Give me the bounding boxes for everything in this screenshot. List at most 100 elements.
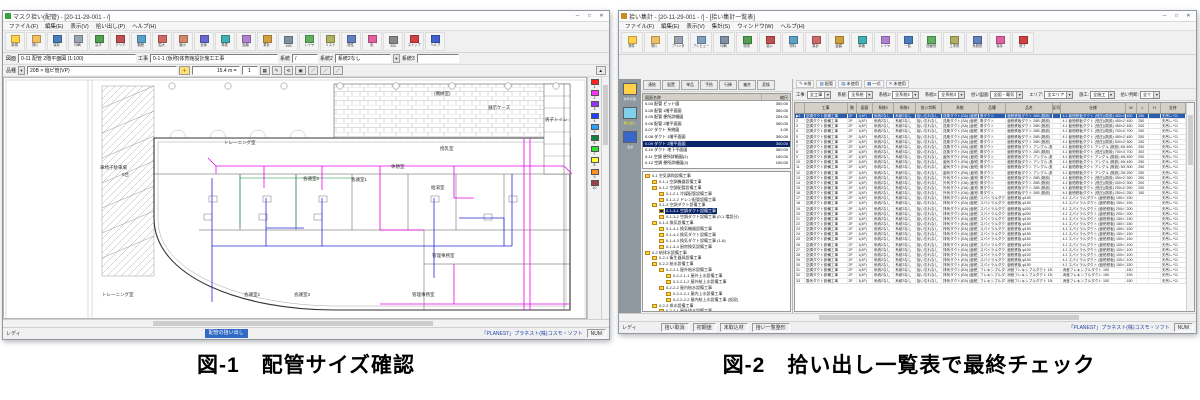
- dropdown-arrow-icon[interactable]: ▼: [1107, 91, 1114, 98]
- tree-item[interactable]: 0-1-2-2 ドレン配管設備工事: [643, 197, 790, 203]
- dropdown-arrow-icon[interactable]: ▼: [865, 91, 872, 98]
- cad-horizontal-scrollbar[interactable]: [3, 319, 609, 327]
- toolbar-button[interactable]: 累計: [257, 32, 277, 51]
- project-input[interactable]: 0-1-1 (仮称)体育館設計施工工事: [150, 54, 279, 63]
- tree-item[interactable]: 0-2-2-1-2 屋外給上水設備工事: [643, 279, 790, 285]
- minimize-button[interactable]: ─: [575, 12, 580, 19]
- menu-item[interactable]: ヘルプ(H): [780, 24, 805, 30]
- item-dropdown-arrow[interactable]: ▼: [18, 66, 26, 75]
- table-vertical-scrollbar[interactable]: [1186, 103, 1194, 311]
- toolbar-button[interactable]: 図面別: [920, 32, 942, 53]
- expand-button[interactable]: ▲: [595, 66, 606, 75]
- dropdown-arrow-icon[interactable]: ▼: [957, 91, 964, 98]
- mode-tab[interactable]: ▦ 一式: [863, 79, 884, 88]
- cad-canvas[interactable]: (機械室) 展示ケース 男子トイレ トレーニング室 授乳室 休憩室 会議室2 会…: [3, 77, 587, 319]
- drawing-list-item[interactable]: 0-12 空調 便所詳細図(3) 100.00: [643, 160, 790, 167]
- drawing-list-item[interactable]: 0-05 配管 1階平面図 300.00: [643, 108, 790, 115]
- filter-combo[interactable]: 系統2: 全系統2 ▼: [879, 90, 919, 99]
- palette-color[interactable]: 6: [590, 134, 599, 145]
- minimize-button[interactable]: ─: [1162, 12, 1167, 19]
- toolbar-button[interactable]: 金額: [828, 32, 850, 53]
- drawing-name-header[interactable]: 図面名称: [643, 94, 762, 100]
- palette-color[interactable]: 8: [590, 157, 599, 167]
- menu-item[interactable]: 集計(S): [711, 24, 731, 30]
- tree-item[interactable]: 0-1-3-2 空調ダクト設備工事 (0-1 増設分): [643, 214, 790, 220]
- drawing-list-item[interactable]: 0-11 空調 便所詳細図(2) 100.00: [643, 154, 790, 161]
- palette-color[interactable]: 9: [590, 168, 599, 179]
- tree-item[interactable]: 0-1-4-2 換気ダクト設備工事: [643, 232, 790, 238]
- rail-item[interactable]: 拾い出し: [623, 107, 637, 125]
- tree-item[interactable]: 0-1-3 空調ダクト設備工事: [643, 202, 790, 208]
- cad-titlebar[interactable]: マスク拾い(配管) - [20-11-29-001 - /] ─ □ ✕: [3, 11, 609, 22]
- mode-tab[interactable]: ▤ 未使用: [838, 79, 862, 88]
- toolbar-button[interactable]: 印刷: [68, 32, 88, 51]
- rail-item[interactable]: 物件管理: [623, 83, 637, 101]
- system-input[interactable]: /: [292, 54, 319, 63]
- filter-combo[interactable]: 拾い図面: 全図・電気 ▼: [971, 90, 1024, 99]
- toolbar-button[interactable]: レイヤ: [874, 32, 896, 53]
- drawing-scale-header[interactable]: 縮尺: [780, 95, 788, 100]
- filter-combo[interactable]: 施工: 全施工 ▼: [1079, 90, 1115, 99]
- toolbar-button[interactable]: 範囲: [131, 32, 151, 51]
- toolbar-button[interactable]: 再表: [215, 32, 235, 51]
- toolbar-button[interactable]: 系統別: [966, 32, 988, 53]
- tree-item[interactable]: 0-2-1 衛生器具設備工事: [643, 255, 790, 261]
- palette-color[interactable]: 3: [590, 101, 599, 111]
- toolbar-button[interactable]: 環境: [736, 32, 758, 53]
- tree-item[interactable]: 0-1-2-1 冷媒配管設備工事: [643, 191, 790, 197]
- tree-item[interactable]: 0-2-2-2-2 屋内給上水設備工事 (仮設): [643, 297, 790, 303]
- mode-tab[interactable]: ✕ 未使用: [885, 79, 909, 88]
- tree-item[interactable]: 0-2-2-1-1 屋外上水設備工事: [643, 273, 790, 279]
- close-button[interactable]: ✕: [599, 12, 604, 19]
- drawing-list-item[interactable]: 0-06 配管 2階平面図 300.00: [643, 121, 790, 128]
- mode-tab[interactable]: ✎ m拾: [796, 79, 815, 88]
- toolbar-button[interactable]: 色: [362, 32, 382, 51]
- dropdown-arrow-icon[interactable]: ▼: [1153, 91, 1160, 98]
- undo-segment-button[interactable]: ⟲: [283, 66, 294, 75]
- toolbar-button[interactable]: 戻す: [89, 32, 109, 51]
- sub-toolbar-button[interactable]: 変換: [757, 80, 775, 90]
- line-style-button-3[interactable]: ／: [332, 66, 344, 75]
- toolbar-button[interactable]: クリア: [110, 32, 130, 51]
- menu-item[interactable]: ウィンドウ(W): [737, 24, 774, 30]
- toolbar-button[interactable]: ヘルプ: [425, 32, 445, 51]
- toolbar-button[interactable]: 距離: [236, 32, 256, 51]
- tree-item[interactable]: 0-1-4-4 厨房換気設備工事: [643, 244, 790, 250]
- dropdown-arrow-icon[interactable]: ▼: [1016, 91, 1023, 98]
- menu-item[interactable]: 編集(E): [661, 24, 680, 30]
- palette-color[interactable]: 5: [590, 123, 599, 134]
- palette-color[interactable]: 10: [590, 179, 599, 190]
- system3-input[interactable]: [416, 54, 459, 63]
- drawing-list-item[interactable]: 0-05 配管 便所詳細図 204.00: [643, 114, 790, 121]
- drawing-list-item[interactable]: 0-09 ダクト 2階平面図 300.00: [643, 140, 790, 148]
- menu-item[interactable]: 表示(V): [70, 24, 89, 30]
- toolbar-button[interactable]: 拾い: [759, 32, 781, 53]
- tree-item[interactable]: 0-2-2 給水設備工事: [643, 261, 790, 267]
- line-style-button-1[interactable]: ／: [307, 66, 319, 75]
- toolbar-button[interactable]: 拡大: [152, 32, 172, 51]
- toolbar-button[interactable]: 全体: [194, 32, 214, 51]
- sub-toolbar-button[interactable]: 配置: [662, 80, 680, 90]
- menu-item[interactable]: ヘルプ(H): [132, 24, 157, 30]
- toolbar-button[interactable]: 保存: [47, 32, 67, 51]
- drawing-list-item[interactable]: 0-10 ダクト 地下平面図 300.00: [643, 147, 790, 154]
